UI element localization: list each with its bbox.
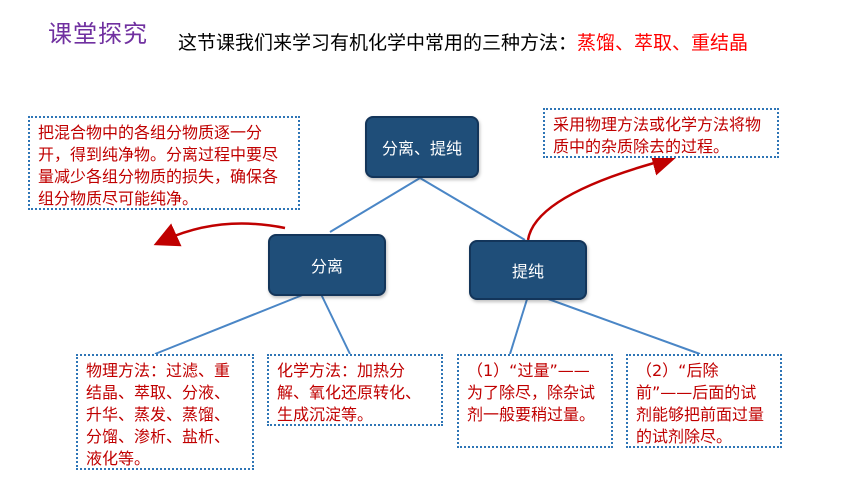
excess-rule-note: （1）“过量”——为了除尽，除杂试剂一般要稍过量。 [457, 354, 613, 448]
connector-separation-physical [154, 291, 311, 355]
root-node: 分离、提纯 [365, 116, 479, 178]
separation-definition-note: 把混合物中的各组分物质逐一分开，得到纯净物。分离过程中要尽量减少各组分物质的损失… [28, 116, 300, 210]
connector-root-purification [419, 177, 526, 241]
connector-purification-excess [509, 295, 529, 355]
purification-node: 提纯 [469, 240, 587, 300]
intro-text: 这节课我们来学习有机化学中常用的三种方法： [178, 32, 578, 54]
connector-separation-chemical [319, 291, 351, 355]
arrow-purification-note [526, 151, 678, 241]
chemical-methods-note: 化学方法：加热分解、氧化还原转化、生成沉淀等。 [267, 354, 443, 426]
connector-root-separation [329, 177, 421, 233]
remove-later-rule-note: （2）“后除前”——后面的试剂能够把前面过量的试剂除尽。 [626, 354, 782, 448]
purification-definition-note: 采用物理方法或化学方法将物质中的杂质除去的过程。 [543, 108, 779, 158]
separation-node: 分离 [268, 234, 386, 296]
section-title: 课堂探究 [48, 20, 148, 48]
intro-methods: 蒸馏、萃取、重结晶 [577, 32, 749, 54]
connector-purification-remove-later [539, 295, 701, 355]
physical-methods-note: 物理方法：过滤、重结晶、萃取、分液、升华、蒸发、蒸馏、分馏、渗析、盐析、液化等。 [76, 354, 254, 470]
arrow-separation-note [153, 222, 286, 247]
intro-line: 这节课我们来学习有机化学中常用的三种方法：蒸馏、萃取、重结晶 [178, 28, 748, 55]
